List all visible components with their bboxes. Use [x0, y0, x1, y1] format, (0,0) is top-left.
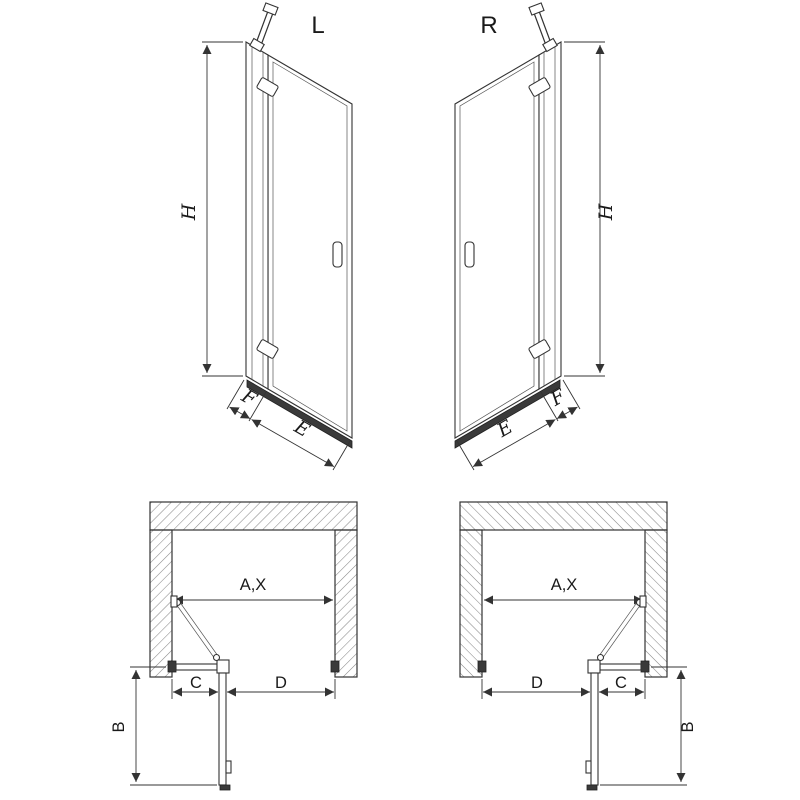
dim-label-ax-left: A,X [240, 576, 267, 594]
variant-label-right: R [480, 12, 497, 39]
dim-label-d-right: D [531, 674, 543, 692]
dim-label-b-right: B [679, 721, 697, 732]
front-view-left: L H F E [178, 3, 352, 470]
dim-label-h-right: H [595, 203, 617, 221]
dim-label-c-right: C [615, 674, 627, 692]
front-view-right: R H F E [455, 3, 617, 470]
plan-right-geometry [460, 502, 687, 790]
front-right-geometry [455, 3, 605, 470]
plan-left-geometry [130, 502, 357, 790]
variant-label-left: L [311, 12, 324, 39]
dim-label-b-left: B [110, 721, 128, 732]
front-left-geometry [202, 3, 352, 470]
plan-view-left: A,X C D B [110, 502, 357, 790]
plan-view-right: A,X D C B [460, 502, 697, 790]
dim-label-d-left: D [275, 674, 287, 692]
dim-label-c-left: C [190, 674, 202, 692]
dim-label-h-left: H [178, 203, 200, 221]
dim-label-ax-right: A,X [551, 576, 578, 594]
